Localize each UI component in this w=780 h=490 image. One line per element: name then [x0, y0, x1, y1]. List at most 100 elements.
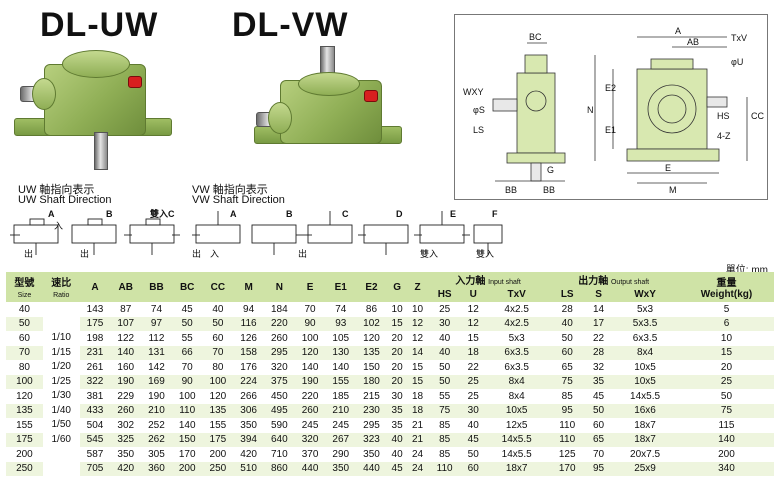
table-cell: 60: [202, 331, 234, 346]
table-cell: 28: [548, 302, 587, 317]
table-cell: 230: [356, 403, 387, 418]
dir-uw-b-out: 出: [80, 248, 89, 259]
table-cell: 22: [586, 331, 612, 346]
header-m: M: [233, 272, 264, 302]
table-cell: 135: [202, 403, 234, 418]
table-cell: 140: [110, 345, 142, 360]
table-cell: 40: [548, 316, 587, 331]
vw-direction-cn: VW 軸指向表示: [192, 184, 268, 196]
ratio-value: 1/25: [51, 375, 71, 387]
uw-direction-cn: UW 軸指向表示: [18, 184, 95, 196]
header-input-shaft-en: Input shaft: [488, 279, 521, 286]
table-cell: 590: [263, 418, 295, 433]
table-cell: 5x3: [484, 331, 549, 346]
dir-uw-a-out: 出: [24, 248, 33, 259]
table-cell: 200: [171, 461, 203, 476]
table-cell: 115: [678, 418, 774, 433]
table-cell: 102: [356, 316, 387, 331]
table-cell: 95: [548, 403, 587, 418]
table-cell-size: 100: [6, 374, 43, 389]
table-cell: 74: [325, 302, 357, 317]
label-n: N: [587, 105, 594, 115]
table-cell: 65: [586, 432, 612, 447]
ratio-value: 1/60: [51, 433, 71, 445]
dimension-drawing: BC A AB TxV φU WXY φS LS N E2 E1 HS CC 4…: [454, 14, 768, 200]
table-cell: 260: [294, 403, 326, 418]
table-cell-size: 155: [6, 418, 43, 433]
table-cell: 640: [263, 432, 295, 447]
table-cell: 245: [294, 418, 326, 433]
table-cell: 90: [294, 316, 326, 331]
table-cell: 510: [233, 461, 264, 476]
table-cell: 66: [171, 345, 203, 360]
dl-uw-gearbox-image: [8, 46, 178, 170]
table-cell: 40: [202, 302, 234, 317]
table-cell: 185: [325, 389, 357, 404]
table-cell: 370: [294, 447, 326, 462]
header-hs: HS: [427, 287, 462, 302]
dir-vw-e: E: [450, 209, 456, 219]
table-cell: 340: [678, 461, 774, 476]
table-cell: 45: [586, 389, 612, 404]
header-n: N: [263, 272, 295, 302]
table-cell: 200: [202, 447, 234, 462]
header-wxy: WxY: [611, 287, 679, 302]
table-cell: 6: [678, 316, 774, 331]
table-cell-size: 50: [6, 316, 43, 331]
title-dl-vw: DL-VW: [232, 6, 349, 44]
header-input-shaft: 入力軸 Input shaft: [427, 272, 549, 287]
table-cell: 360: [141, 461, 172, 476]
table-cell: 50: [586, 403, 612, 418]
title-dl-uw: DL-UW: [40, 6, 159, 44]
table-cell: 220: [263, 316, 295, 331]
table-cell: 12: [461, 302, 485, 317]
table-cell: 295: [263, 345, 295, 360]
table-cell: 126: [233, 331, 264, 346]
table-cell: 224: [233, 374, 264, 389]
label-g: G: [547, 165, 554, 175]
dir-vw-f-in: 雙入: [476, 248, 494, 259]
table-cell: 160: [110, 360, 142, 375]
table-cell: 4x2.5: [484, 302, 549, 317]
table-cell: 86: [356, 302, 387, 317]
header-z: Z: [407, 272, 428, 302]
table-cell: 18x7: [484, 461, 549, 476]
label-phi-s: φS: [473, 105, 485, 115]
table-cell: 25: [427, 302, 462, 317]
table-cell: 266: [233, 389, 264, 404]
table-cell: 15: [407, 374, 428, 389]
table-cell-size: 60: [6, 331, 43, 346]
table-cell: 10: [386, 302, 408, 317]
table-cell: 120: [356, 331, 387, 346]
header-weight-en: Weight(kg): [700, 289, 753, 300]
dir-uw-a: A: [48, 209, 55, 219]
table-cell: 50: [461, 447, 485, 462]
table-cell: 198: [79, 331, 111, 346]
table-cell: 10x5: [611, 360, 679, 375]
table-cell: 5x3.5: [611, 316, 679, 331]
table-cell: 74: [141, 302, 172, 317]
table-cell: 20: [386, 360, 408, 375]
table-cell: 30: [386, 389, 408, 404]
table-cell: 120: [202, 389, 234, 404]
table-cell: 60: [461, 461, 485, 476]
table-cell: 10: [407, 302, 428, 317]
ratio-value: 1/30: [51, 390, 71, 401]
header-cc: CC: [202, 272, 234, 302]
table-cell: 15: [678, 345, 774, 360]
label-m: M: [669, 185, 677, 195]
table-cell: 45: [171, 302, 203, 317]
table-cell: 8x4: [484, 374, 549, 389]
dir-vw-b: B: [286, 209, 293, 219]
table-cell: 45: [386, 461, 408, 476]
table-cell: 50: [548, 331, 587, 346]
table-cell: 175: [79, 316, 111, 331]
table-cell: 75: [678, 403, 774, 418]
table-cell: 90: [171, 374, 203, 389]
table-cell: 306: [233, 403, 264, 418]
table-cell: 140: [325, 360, 357, 375]
table-cell: 110: [548, 418, 587, 433]
table-cell: 140: [294, 360, 326, 375]
